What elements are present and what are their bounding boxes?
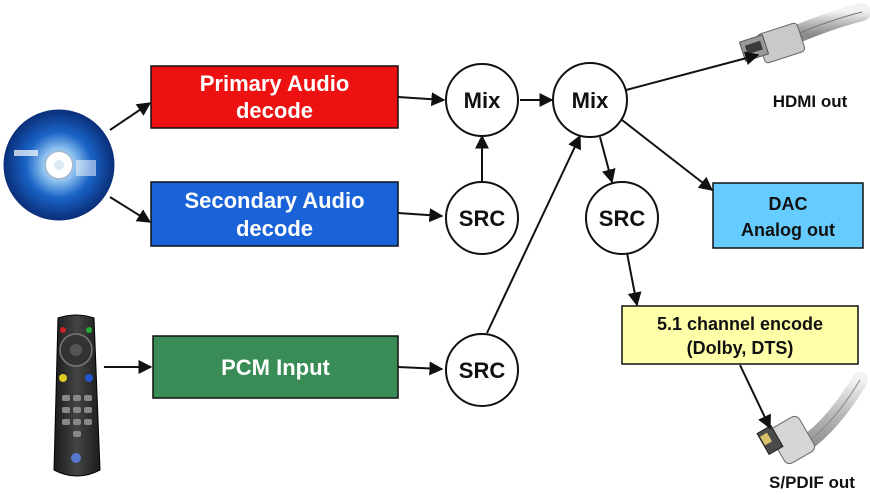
encode-block-line-1: 5.1 channel encode xyxy=(657,314,823,334)
mix-node-1: Mix xyxy=(445,63,519,137)
bluray-disc-icon xyxy=(3,109,115,221)
secondary-block-line-1: Secondary Audio xyxy=(184,188,364,213)
dac-block-line-2: Analog out xyxy=(741,220,835,240)
arrow-src-pcm-to-mix2 xyxy=(486,134,581,334)
arrow-pcm-to-src xyxy=(397,361,444,376)
arrow-disc-to-secondary xyxy=(109,196,152,223)
src-node-output-label: SRC xyxy=(599,206,646,231)
dac-analog-out-block: DAC Analog out xyxy=(712,182,864,249)
primary-block-line-1: Primary Audio xyxy=(200,71,350,96)
secondary-block-line-2: decode xyxy=(236,216,313,241)
arrow-encode-to-spdif xyxy=(739,364,771,430)
hdmi-cable-icon xyxy=(738,3,870,64)
optical-cable-icon xyxy=(756,372,868,465)
remote-control-icon xyxy=(53,314,101,477)
src-node-output: SRC xyxy=(585,181,659,255)
mix-node-2: Mix xyxy=(552,62,628,138)
arrow-mix2-to-dac xyxy=(621,119,714,191)
primary-block-line-2: decode xyxy=(236,98,313,123)
secondary-audio-decode-block: Secondary Audio decode xyxy=(150,181,399,247)
encode-block-line-2: (Dolby, DTS) xyxy=(687,338,794,358)
src-node-pcm-label: SRC xyxy=(459,358,506,383)
src-node-secondary-label: SRC xyxy=(459,206,506,231)
hdmi-out-label: HDMI out xyxy=(773,92,848,111)
mix-node-2-label: Mix xyxy=(572,88,609,113)
src-node-secondary: SRC xyxy=(445,181,519,255)
src-node-pcm: SRC xyxy=(445,333,519,407)
arrow-mix2-to-src-out xyxy=(599,136,616,184)
dac-block-line-1: DAC xyxy=(769,194,808,214)
arrow-primary-to-mix1 xyxy=(397,92,446,107)
primary-audio-decode-block: Primary Audio decode xyxy=(150,65,399,129)
pcm-input-block: PCM Input xyxy=(152,335,399,399)
arrow-secondary-to-src xyxy=(397,208,444,223)
pcm-block-label: PCM Input xyxy=(221,355,330,380)
spdif-out-label: S/PDIF out xyxy=(769,473,855,492)
arrow-src-out-to-encode xyxy=(626,252,642,307)
arrow-mix2-to-hdmi xyxy=(625,51,760,91)
arrow-disc-to-primary xyxy=(109,102,152,131)
mix-node-1-label: Mix xyxy=(464,88,501,113)
channel-encode-block: 5.1 channel encode (Dolby, DTS) xyxy=(621,305,859,365)
